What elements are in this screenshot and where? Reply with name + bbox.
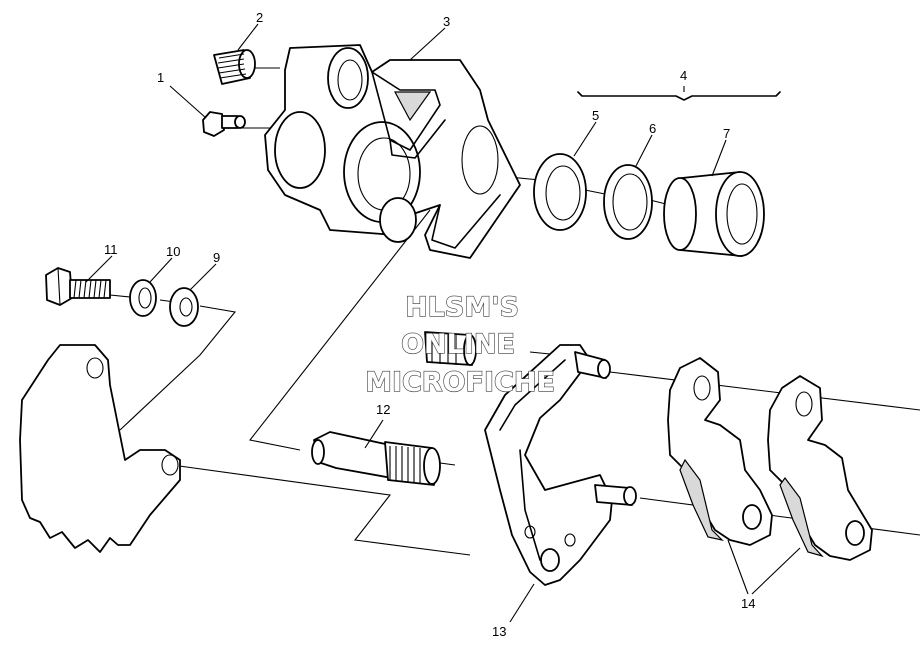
callout-12: 12 (376, 402, 390, 417)
callout-1: 1 (157, 70, 164, 85)
washer-part-9 (169, 287, 199, 327)
lock-washer-part-10 (129, 279, 157, 317)
seal-part-6 (603, 164, 653, 240)
callout-14: 14 (741, 596, 755, 611)
callout-11: 11 (104, 242, 118, 257)
callout-7: 7 (723, 126, 730, 141)
watermark: HLSM'S ONLINE MICROFICHE (364, 291, 555, 398)
support-bracket (19, 344, 181, 553)
brake-pad-right-part-14 (767, 375, 873, 561)
watermark-line-3: MICROFICHE (365, 367, 555, 398)
callout-3: 3 (443, 14, 450, 29)
callout-6: 6 (649, 121, 656, 136)
guide-pin-part-12 (311, 431, 441, 486)
mounting-bracket-part-13 (484, 344, 637, 586)
bleeder-valve-part-1 (202, 111, 246, 137)
callout-labels: 1 2 3 4 5 6 7 9 10 11 12 13 14 (104, 10, 755, 639)
plug-part-2 (213, 49, 256, 85)
callout-4: 4 (680, 68, 687, 83)
callout-5: 5 (592, 108, 599, 123)
seal-part-5 (533, 153, 587, 231)
callout-10: 10 (166, 244, 180, 259)
piston-part-7 (663, 171, 765, 257)
brake-pad-left-part-14 (667, 357, 773, 546)
bracket-part-4 (577, 86, 781, 101)
watermark-line-2: ONLINE (401, 329, 515, 360)
watermark-line-1: HLSM'S (405, 292, 519, 323)
axis-lines (109, 67, 920, 556)
callout-leaders (85, 23, 801, 623)
callout-9: 9 (213, 250, 220, 265)
callout-13: 13 (492, 624, 506, 639)
pin-center (424, 331, 477, 366)
callout-2: 2 (256, 10, 263, 25)
caliper-housing-part-3 (264, 44, 521, 259)
bolt-part-11 (45, 267, 111, 306)
